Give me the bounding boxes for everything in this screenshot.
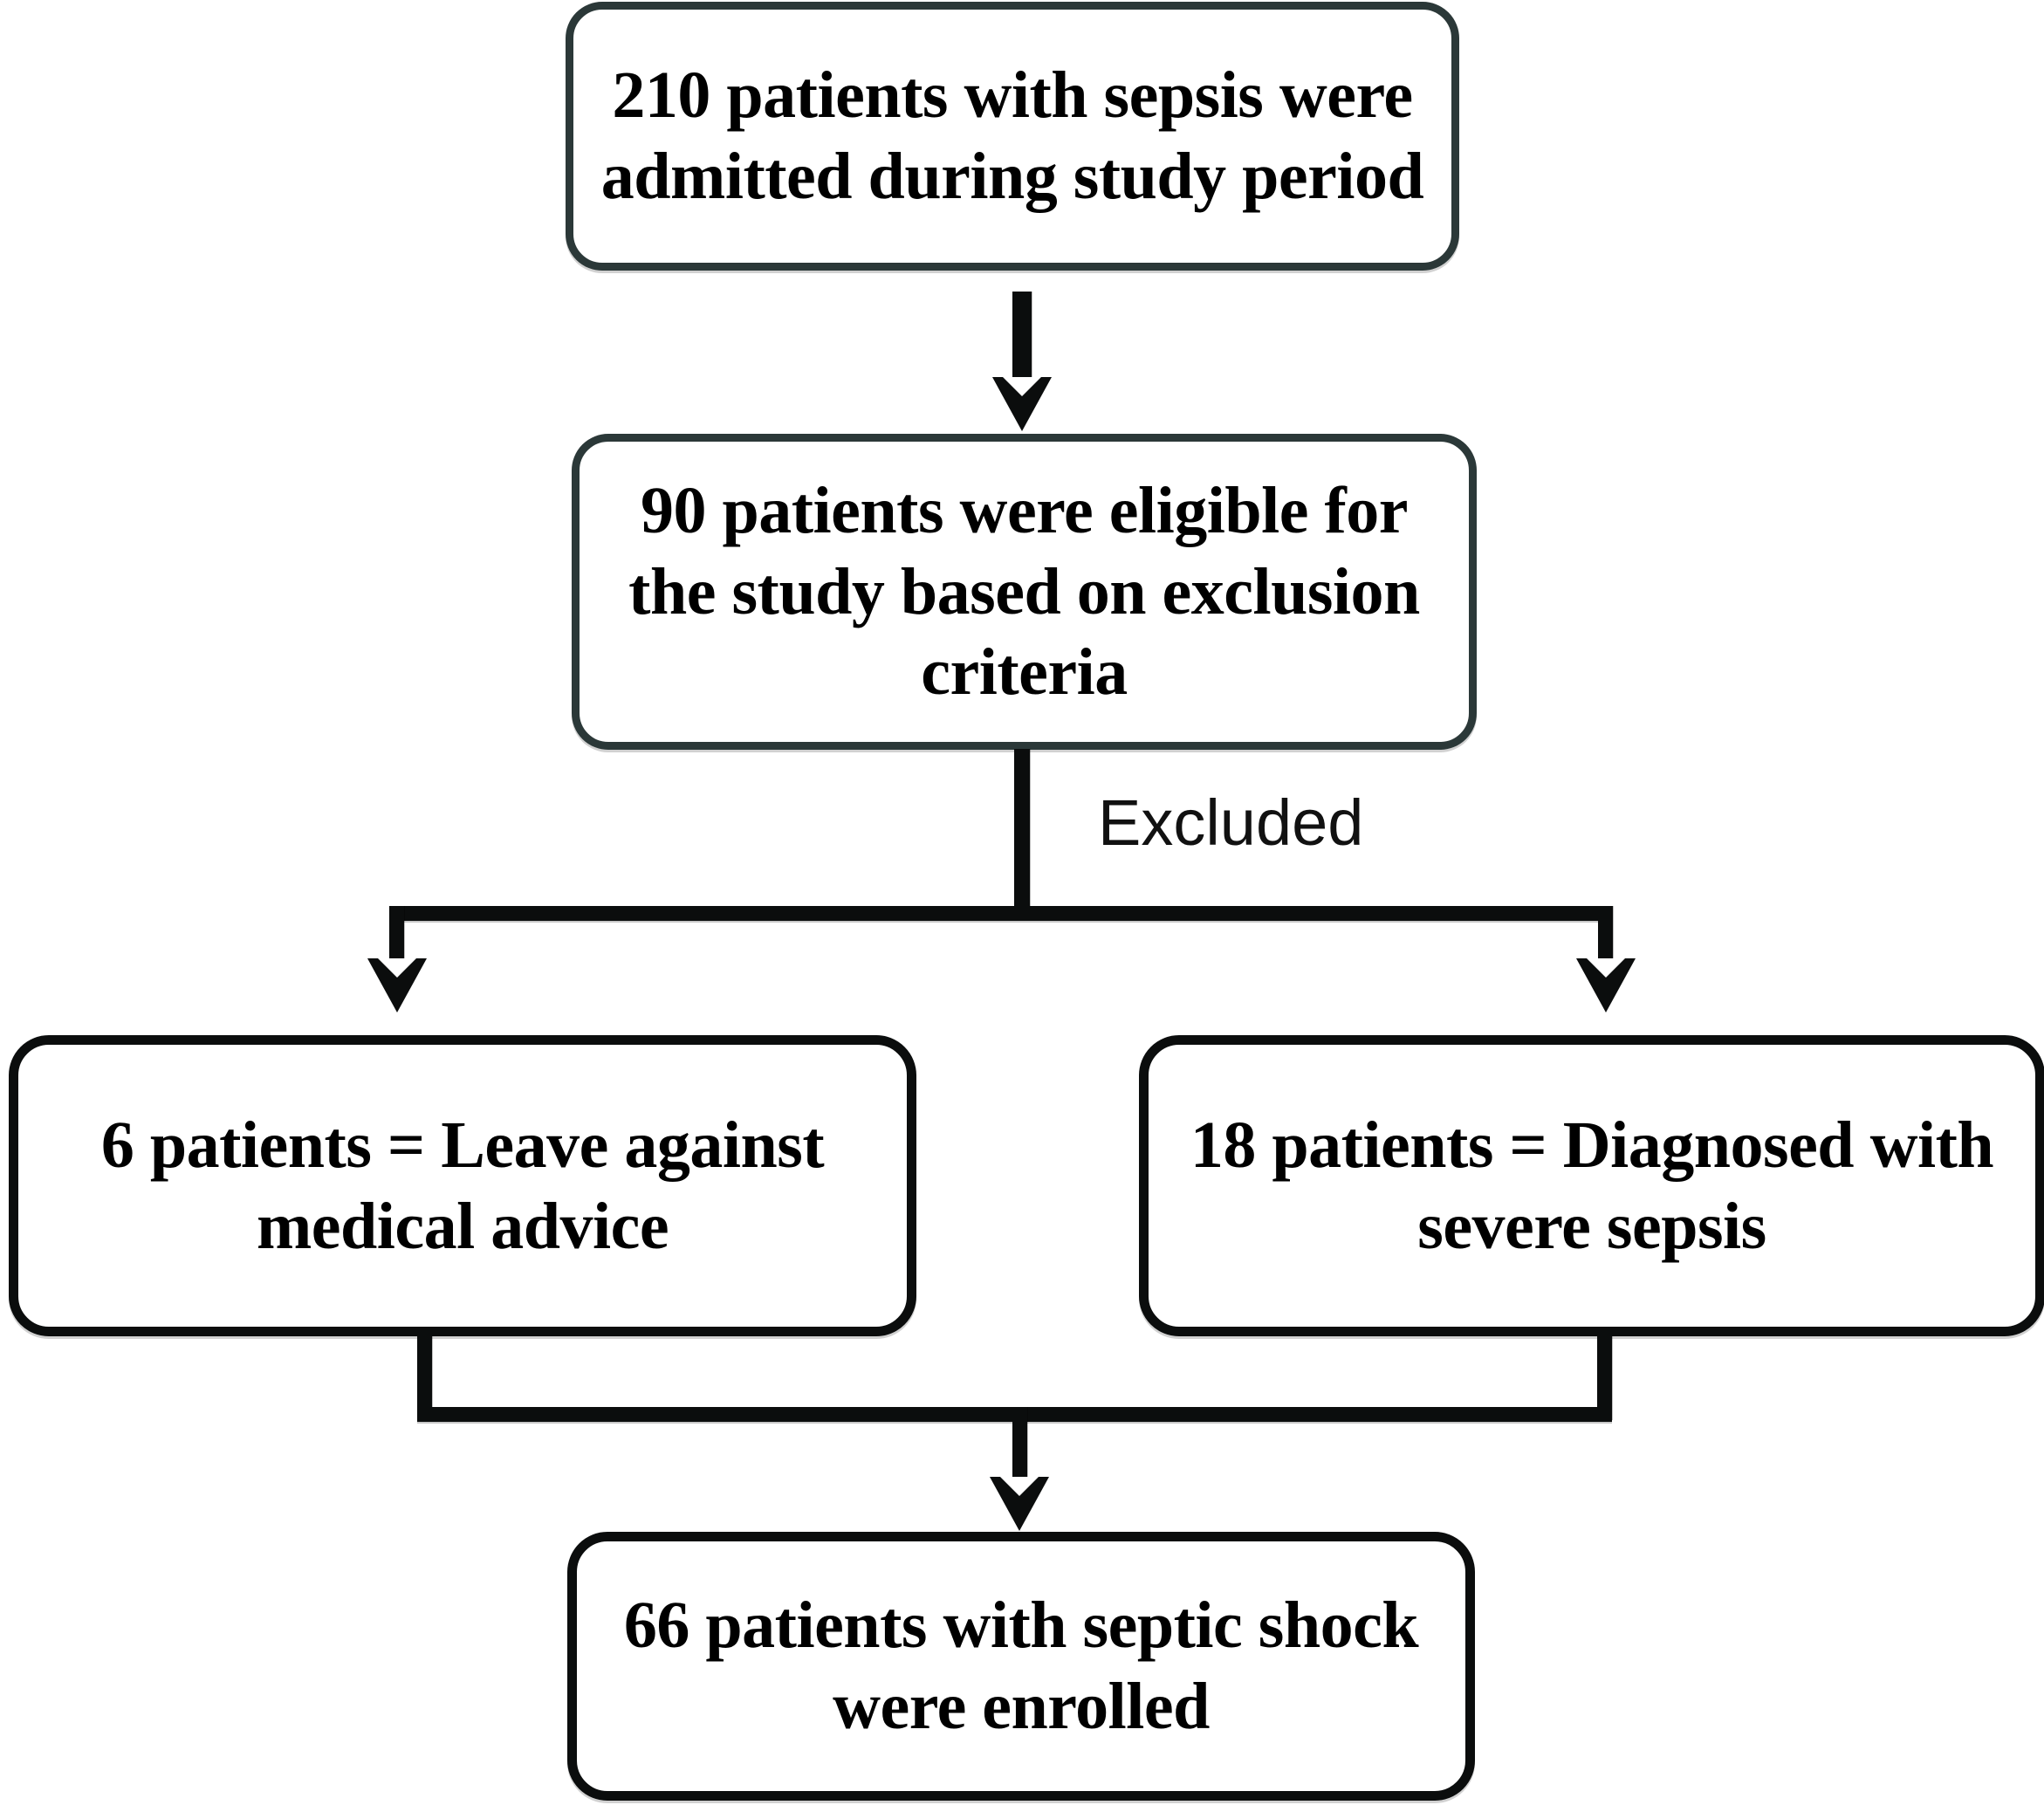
node-eligible: 90 patients were eligible for the study … xyxy=(572,434,1477,750)
connector-split-left-riser xyxy=(389,906,404,969)
node-admitted: 210 patients with sepsis were admitted d… xyxy=(566,2,1459,271)
node-severe-sepsis-label: 18 patients = Diagnosed with severe seps… xyxy=(1190,1108,1994,1263)
node-left-against-medical-advice-label: 6 patients = Leave against medical advic… xyxy=(100,1108,825,1263)
arrowhead-admitted-to-eligible xyxy=(992,377,1052,431)
node-enrolled-label: 66 patients with septic shock were enrol… xyxy=(623,1589,1419,1743)
node-eligible-label: 90 patients were eligible for the study … xyxy=(628,473,1420,710)
arrowhead-split-left xyxy=(367,958,427,1012)
connector-admitted-to-eligible xyxy=(1012,292,1032,384)
connector-eligible-stem xyxy=(1014,749,1030,916)
connector-split-bar xyxy=(389,906,1613,921)
node-admitted-label: 210 patients with sepsis were admitted d… xyxy=(600,58,1424,213)
edge-label-excluded: Excluded xyxy=(1098,786,1364,859)
node-left-against-medical-advice: 6 patients = Leave against medical advic… xyxy=(9,1035,916,1336)
connector-merge-right-drop xyxy=(1597,1336,1612,1420)
connector-split-right-riser xyxy=(1598,906,1613,969)
connector-merge-to-enrolled xyxy=(1012,1407,1027,1487)
arrowhead-merge-to-enrolled xyxy=(990,1477,1049,1531)
node-severe-sepsis: 18 patients = Diagnosed with severe seps… xyxy=(1139,1035,2044,1336)
node-enrolled: 66 patients with septic shock were enrol… xyxy=(567,1532,1475,1801)
arrowhead-split-right xyxy=(1576,958,1636,1012)
connector-merge-left-drop xyxy=(417,1336,432,1420)
